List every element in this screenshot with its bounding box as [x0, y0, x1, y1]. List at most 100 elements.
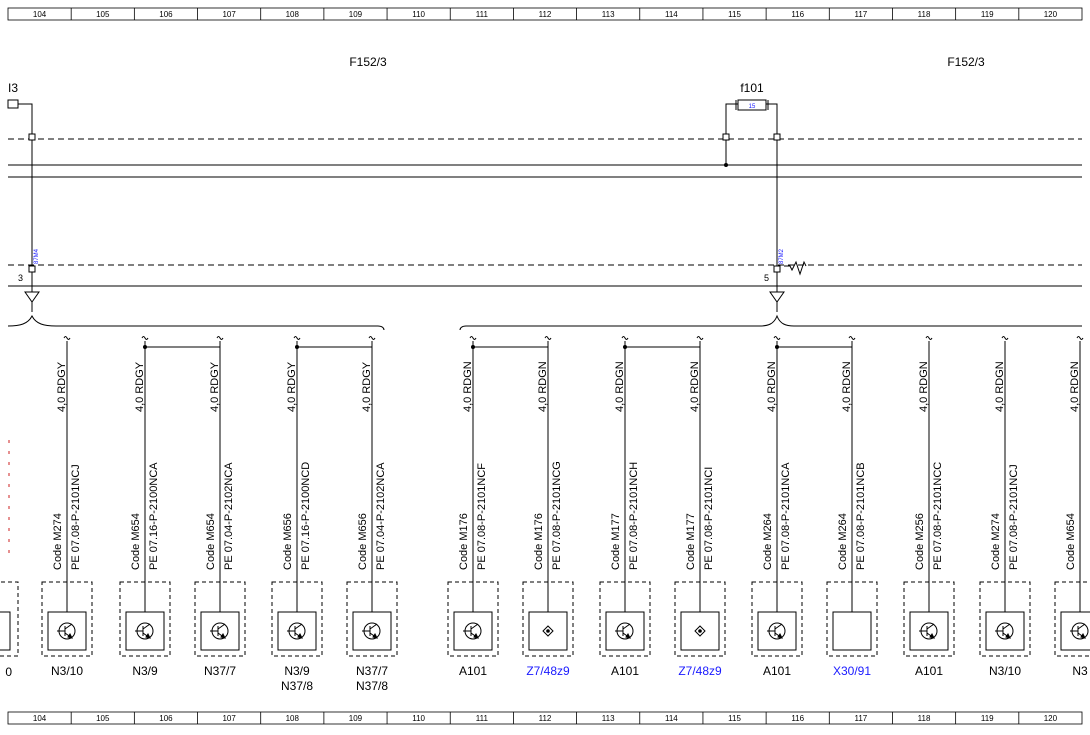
option-code: Code M656 — [282, 513, 294, 570]
wire-column-12: 4,0 RDGN Code M256 PE 07.08-P-2101NCC A101 — [903, 336, 955, 678]
component-housing — [674, 581, 726, 657]
connector-mark — [848, 336, 856, 340]
option-code: Code M654 — [205, 513, 217, 570]
ruler-cell: 119 — [981, 10, 994, 19]
reference-link[interactable]: PE 07.08-P-2101NCG — [551, 461, 563, 570]
component-housing — [194, 581, 246, 657]
reference-link[interactable]: PE 07.04-P-2102NCA — [375, 462, 387, 570]
ruler-cell: 107 — [222, 10, 236, 19]
ruler-cell: 111 — [476, 714, 489, 723]
component-housing — [271, 581, 323, 657]
option-code: Code M264 — [762, 513, 774, 570]
ruler-cell: 118 — [918, 714, 931, 723]
option-code: Code M176 — [533, 513, 545, 570]
component-label: N3/10 — [51, 664, 83, 678]
component-box — [352, 611, 392, 651]
reference-link[interactable]: PE 07.16-P-2100NCD — [300, 462, 312, 570]
ruler-cell: 119 — [981, 714, 994, 723]
option-code: Code M177 — [610, 513, 622, 570]
component-label: A101 — [915, 664, 943, 678]
option-code: Code M177 — [685, 513, 697, 570]
ruler-cell: 118 — [918, 10, 931, 19]
transistor-icon — [135, 622, 154, 640]
component-box — [125, 611, 165, 651]
connector-mark — [216, 336, 224, 340]
reference-link[interactable]: PE 07.08-P-2101NCI — [703, 467, 715, 570]
component-label[interactable]: X30/91 — [833, 664, 871, 678]
connector-mark — [621, 336, 629, 340]
option-code: Code M256 — [914, 513, 926, 570]
ruler-cell: 120 — [1044, 714, 1058, 723]
wire-bridge — [777, 346, 853, 352]
reference-link[interactable]: PE 07.08-P-2101NCH — [628, 462, 640, 570]
component-housing — [826, 581, 878, 657]
component-box — [985, 611, 1025, 651]
wire-spec: 4,0 RDGY — [56, 361, 68, 412]
ruler-cell: 109 — [349, 10, 363, 19]
transistor-icon — [463, 622, 482, 640]
transistor-icon — [210, 622, 229, 640]
transistor-icon — [1070, 622, 1089, 640]
wire-bridge — [145, 346, 221, 352]
connector-mark — [63, 336, 71, 340]
wire-spec: 4,0 RDGY — [286, 361, 298, 412]
reference-link[interactable]: PE 07.16-P-2100NCA — [148, 462, 160, 570]
component-label: N37/7 — [356, 664, 388, 678]
reference-link[interactable]: PE 07.08-P-2101NCF — [476, 463, 488, 570]
connector-mark — [696, 336, 704, 340]
diode-icon — [542, 625, 554, 637]
junction-right-number: 5 — [764, 273, 769, 283]
reference-link[interactable]: PE 07.08-P-2101NCJ — [1008, 464, 1020, 570]
left-fuse-stub — [7, 99, 33, 134]
component-label: N3/9 — [132, 664, 158, 678]
wire-spec: 4,0 RDGY — [209, 361, 221, 412]
reference-link[interactable]: PE 07.04-P-2102NCA — [223, 462, 235, 570]
connector-mark — [141, 336, 149, 340]
component-label: N37/7 — [204, 664, 236, 678]
option-code: Code M274 — [990, 513, 1002, 570]
transistor-icon — [287, 622, 306, 640]
wire-columns: 4,0 RDGY Code M274 PE 07.08-P-2101NCJ N3/10… — [41, 336, 1090, 693]
reference-link[interactable]: PE 07.08-P-2101NCJ — [70, 464, 82, 570]
component-box — [200, 611, 240, 651]
component-housing — [903, 581, 955, 657]
component-box — [832, 611, 872, 651]
reference-link[interactable]: PE 07.08-P-2101NCC — [932, 462, 944, 570]
ruler-cell: 104 — [33, 714, 47, 723]
ruler-cell: 106 — [159, 714, 173, 723]
fuse-f101 — [725, 99, 778, 134]
fuse-name: f101 — [740, 81, 764, 95]
option-code: Code M654 — [1065, 513, 1077, 570]
ruler-cell: 115 — [728, 714, 741, 723]
component-box — [47, 611, 87, 651]
component-housing — [119, 581, 171, 657]
ruler-cell: 116 — [791, 714, 804, 723]
wire-spec: 4,0 RDGN — [766, 361, 778, 412]
connector-mark — [544, 336, 552, 340]
ruler-cell: 113 — [602, 714, 615, 723]
connector-mark — [773, 336, 781, 340]
transistor-icon — [57, 622, 76, 640]
wire-spec: 4,0 RDGN — [614, 361, 626, 412]
wire-spec: 4,0 RDGY — [134, 361, 146, 412]
component-label[interactable]: Z7/48z9 — [678, 664, 722, 678]
ruler-cell: 117 — [854, 10, 867, 19]
fuse-block-ref-right: F152/3 — [947, 55, 985, 69]
wire-spec: 4,0 RDGN — [462, 361, 474, 412]
component-label[interactable]: Z7/48z9 — [526, 664, 570, 678]
ruler-cell: 112 — [539, 714, 552, 723]
reference-link[interactable]: PE 07.08-P-2101NCA — [780, 462, 792, 570]
component-housing — [41, 581, 93, 657]
reference-link[interactable]: PE 07.08-P-2101NCB — [855, 462, 867, 570]
component-label: N3/10 — [989, 664, 1021, 678]
wire-spec: 4,0 RDGN — [918, 361, 930, 412]
option-code: Code M176 — [458, 513, 470, 570]
wire-spec: 4,0 RDGN — [689, 361, 701, 412]
wire-bridge — [297, 346, 373, 352]
ruler-cell: 108 — [286, 10, 300, 19]
